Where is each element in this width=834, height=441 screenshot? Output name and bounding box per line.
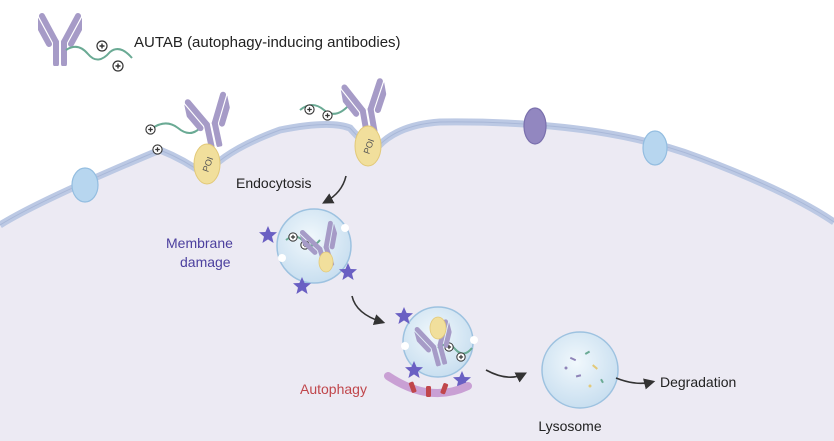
membrane-pore	[470, 336, 478, 344]
degraded-fragment	[564, 366, 568, 370]
membrane-protein-icon	[523, 107, 547, 145]
autophagy-label: Autophagy	[300, 381, 367, 397]
cell-body	[0, 121, 834, 441]
protein-of-interest-icon	[354, 125, 382, 167]
protein-of-interest-icon	[193, 143, 221, 185]
autophagy-vesicle	[395, 306, 478, 388]
phagophore-marker	[408, 381, 417, 393]
peptide-chain	[149, 122, 201, 134]
binding-site-left: POI	[145, 93, 239, 185]
degraded-fragment	[588, 384, 592, 388]
positive-charge-icon	[304, 104, 315, 115]
membrane-damage-label-line1: Membrane	[166, 235, 233, 251]
antibody-icon	[182, 93, 239, 150]
phagophore-marker	[426, 386, 431, 397]
positive-charge-icon	[145, 124, 156, 135]
transition-arrow	[351, 295, 386, 326]
positive-charge-icon	[456, 352, 466, 362]
membrane-protein-icon	[71, 167, 99, 203]
membrane-pore	[401, 342, 409, 350]
membrane-damage-label-line2: damage	[180, 254, 231, 270]
poi-label: POI	[362, 137, 377, 155]
binding-site-right: POI	[299, 80, 394, 167]
degraded-fragment	[584, 350, 591, 355]
positive-charge-icon	[112, 60, 124, 72]
legend-label: AUTAB (autophagy-inducing antibodies)	[134, 34, 401, 51]
lysosome-label: Lysosome	[538, 418, 602, 434]
peptide-chain	[65, 45, 133, 61]
to-lysosome-arrow	[485, 369, 528, 383]
protein-of-interest-icon	[429, 316, 447, 340]
antibody-icon	[36, 16, 84, 64]
degradation-label: Degradation	[660, 374, 736, 390]
endocytosis-label: Endocytosis	[236, 175, 311, 191]
positive-charge-icon	[322, 110, 333, 121]
protein-of-interest-icon	[318, 251, 334, 273]
membrane-pore	[278, 254, 286, 262]
damaged-endosome	[259, 208, 357, 294]
positive-charge-icon	[288, 232, 298, 242]
degraded-fragment	[569, 356, 577, 362]
degraded-fragment	[575, 374, 582, 378]
membrane-protein-icon	[642, 130, 668, 166]
poi-label: POI	[201, 155, 216, 173]
membrane-pore	[341, 224, 349, 232]
lysosome-vesicle	[541, 331, 619, 409]
legend: AUTAB (autophagy-inducing antibodies)	[36, 16, 401, 72]
degraded-fragment	[600, 378, 604, 384]
positive-charge-icon	[96, 40, 108, 52]
to-degradation-arrow	[615, 377, 656, 390]
degraded-fragment	[592, 364, 598, 370]
endocytosis-arrow	[322, 175, 347, 204]
phagophore-marker	[440, 383, 449, 395]
phagophore	[384, 372, 472, 398]
lysosome	[541, 331, 619, 409]
positive-charge-icon	[152, 144, 163, 155]
